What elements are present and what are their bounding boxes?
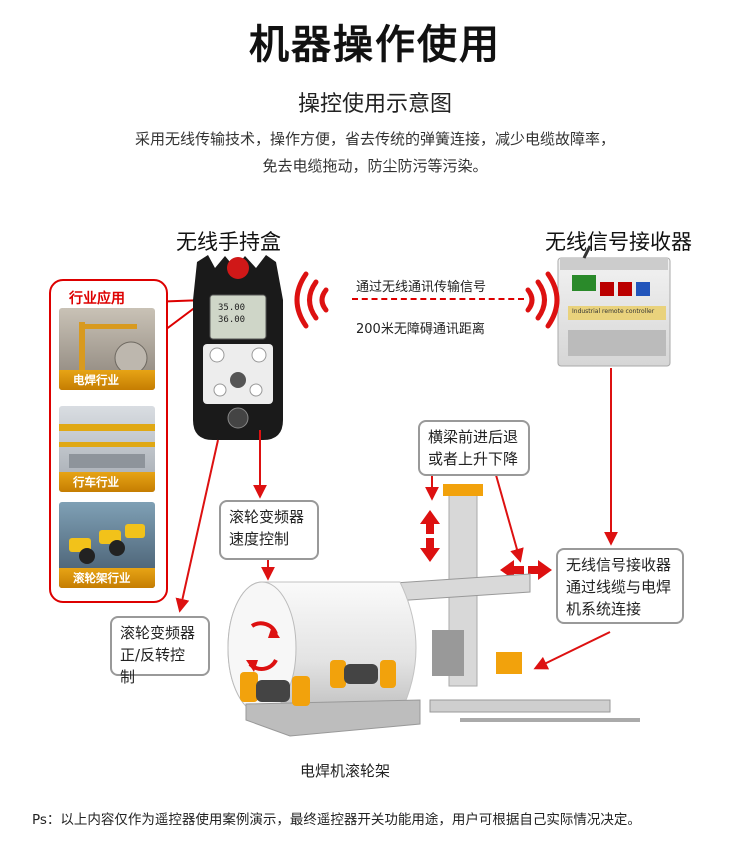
roller-photo [69,524,145,564]
receiver-strip-text: Industrial remote controller [572,308,655,315]
description-line-1: 采用无线传输技术，操作方便，省去传统的弹簧连接，减少电缆故障率， [134,130,615,148]
welding-photo [79,322,148,375]
callout-direction-line-1: 滚轮变频器 [120,624,196,642]
handheld-screen: 35.00 36.00 [218,302,245,326]
callout-receiver-connection: 无线信号接收器 通过线缆与电焊 机系统连接 [556,548,684,624]
callout-direction-control: 滚轮变频器 正/反转控制 [110,616,210,686]
signal-dashed-line [352,298,524,300]
callout-receiver-line-2: 通过线缆与电焊 [566,578,672,596]
wave-right-icon [525,271,560,329]
description: 采用无线传输技术，操作方便，省去传统的弹簧连接，减少电缆故障率， 免去电缆拖动，… [60,126,690,180]
footer-note: Ps：以上内容仅作为遥控器使用案例演示，最终遥控器开关功能用途，用户可根据自己实… [32,812,641,828]
receiver-device-image [557,245,671,367]
callout-receiver-line-1: 无线信号接收器 [566,556,672,574]
callout-beam-movement: 横梁前进后退 或者上升下降 [418,420,530,476]
arrow-beam-right [495,474,524,563]
industry-item-roller: 滚轮架行业 [59,502,155,588]
signal-text-line-2: 200米无障碍通讯距离 [356,322,485,337]
wave-left-icon [294,271,329,329]
beam-horizontal-arrow-icon [500,560,552,580]
signal-text-line-1: 通过无线通讯传输信号 [356,280,487,295]
handheld-controller-image [193,255,283,440]
handheld-screen-line-2: 36.00 [218,315,246,325]
callout-speed-line-1: 滚轮变频器 [229,508,305,526]
arrow-callout-to-machine [533,631,611,670]
machine-caption: 电焊机滚轮架 [300,762,391,780]
beam-vertical-arrow-icon [420,510,440,562]
handheld-screen-line-1: 35.00 [218,303,246,313]
callout-beam-line-1: 横梁前进后退 [428,428,519,446]
arrow-handheld-to-direction [175,439,219,613]
industry-item-label: 行车行业 [59,472,155,492]
callout-beam-line-2: 或者上升下降 [428,450,519,468]
page-title: 机器操作使用 [249,22,501,68]
industry-panel-title: 行业应用 [69,291,125,307]
callout-receiver-line-3: 机系统连接 [566,600,642,618]
welding-machine-image [227,484,640,737]
callout-speed-control: 滚轮变频器 速度控制 [219,500,319,560]
crane-photo [59,424,155,468]
callout-speed-line-2: 速度控制 [229,530,290,548]
callout-direction-line-2: 正/反转控制 [120,646,186,686]
industry-item-crane: 行车行业 [59,406,155,492]
handheld-label: 无线手持盒 [176,230,281,254]
description-line-2: 免去电缆拖动，防尘防污等污染。 [262,157,488,175]
industry-item-label: 电焊行业 [59,370,155,390]
industry-item-label: 滚轮架行业 [59,568,155,588]
receiver-label: 无线信号接收器 [545,230,692,254]
page-subtitle: 操控使用示意图 [297,92,452,117]
industry-item-welding: 电焊行业 [59,308,155,390]
